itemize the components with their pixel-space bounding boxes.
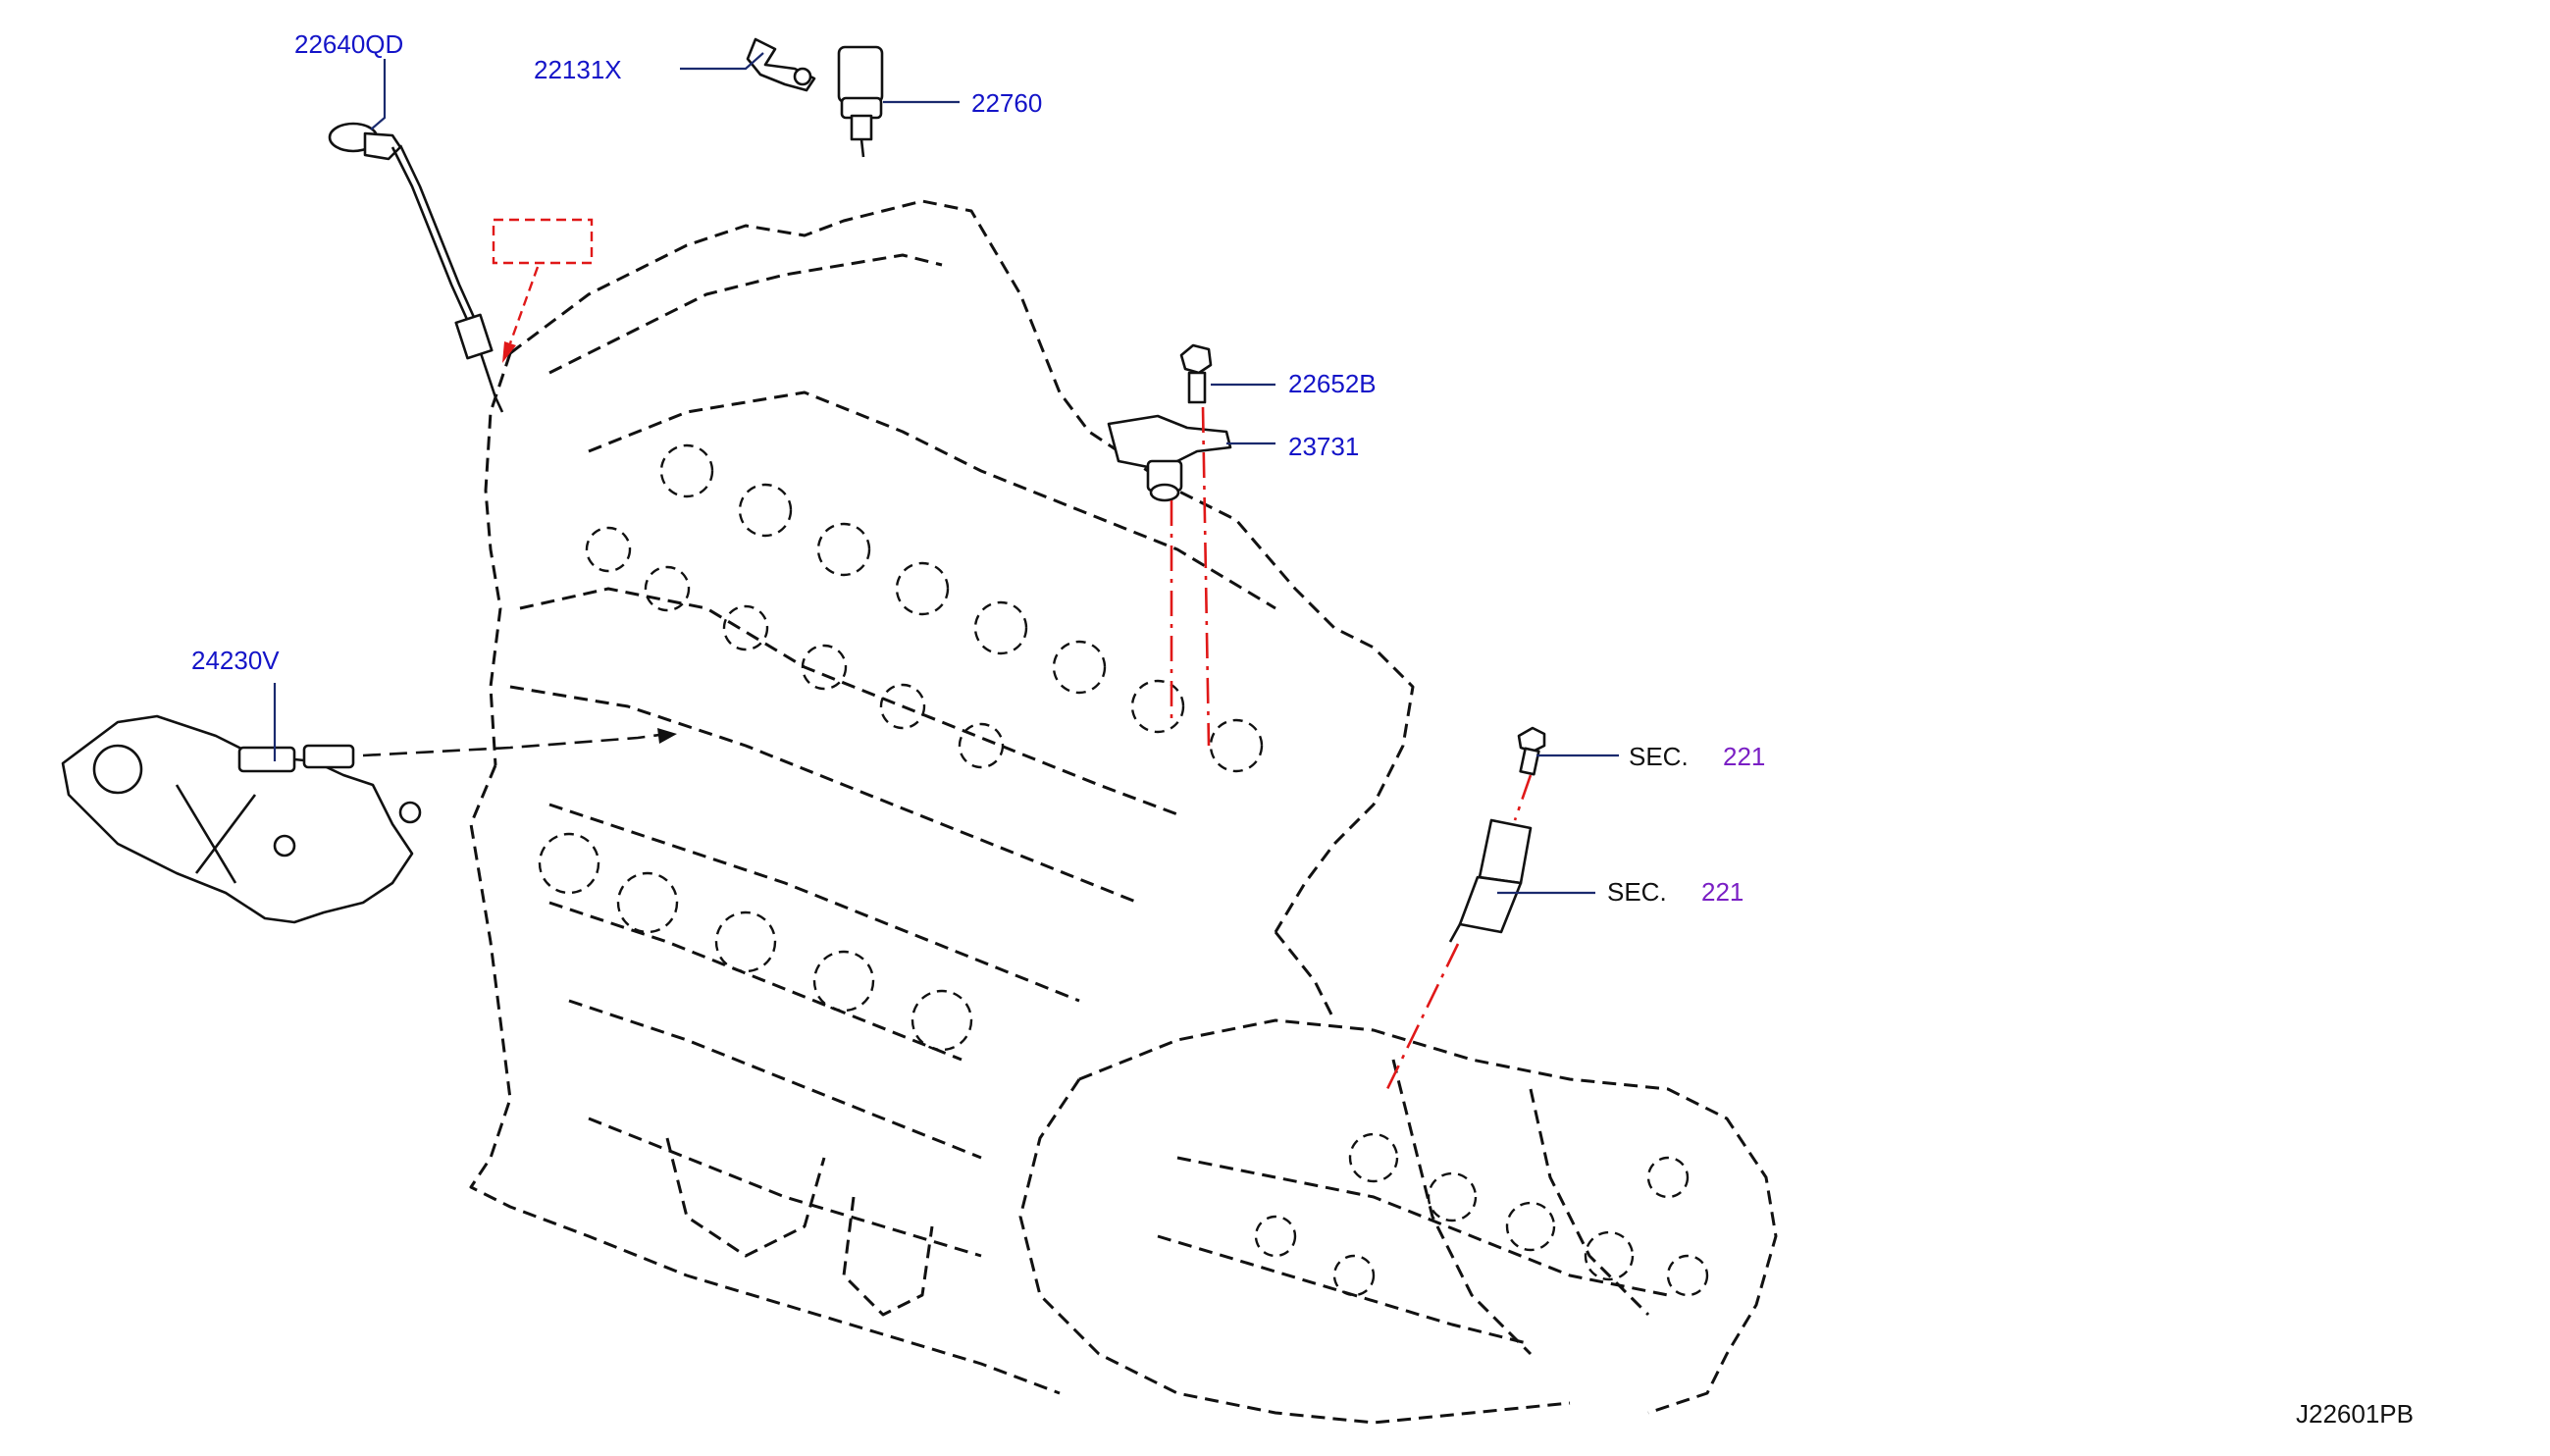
label-23731[interactable]: 23731 [1288, 432, 1359, 461]
label-22131x[interactable]: 22131X [534, 55, 622, 84]
part-sec221-bolt[interactable] [1517, 726, 1546, 776]
label-22760[interactable]: 22760 [971, 88, 1042, 118]
part-23731-position-sensor[interactable] [1107, 414, 1232, 502]
callout-labels: 22640QD 22131X 22760 22652B 23731 24230V… [191, 29, 2414, 1429]
label-sec-number-1[interactable]: 221 [1723, 742, 1765, 771]
part-sec221-sensor[interactable] [1448, 818, 1533, 943]
engine-block-drawing [469, 199, 1778, 1425]
label-22652b[interactable]: 22652B [1288, 369, 1377, 398]
part-24230v-harness-bracket[interactable] [61, 714, 422, 924]
part-22760-sensor[interactable] [837, 45, 884, 158]
reference-lines [362, 406, 1533, 1090]
part-22640qd-sensor-harness[interactable] [328, 122, 504, 413]
label-22640qd[interactable]: 22640QD [294, 29, 403, 59]
diagram-id: J22601PB [2296, 1399, 2414, 1429]
part-22131x-bracket[interactable] [746, 37, 816, 92]
leader-lines [273, 52, 1619, 895]
part-22652b-bolt[interactable] [1179, 343, 1213, 404]
label-24230v[interactable]: 24230V [191, 646, 280, 675]
label-sec-prefix-1: SEC. [1629, 742, 1689, 771]
label-sec-prefix-2: SEC. [1607, 877, 1667, 907]
reference-box-22640qd [492, 218, 594, 363]
label-sec-number-2[interactable]: 221 [1701, 877, 1743, 907]
